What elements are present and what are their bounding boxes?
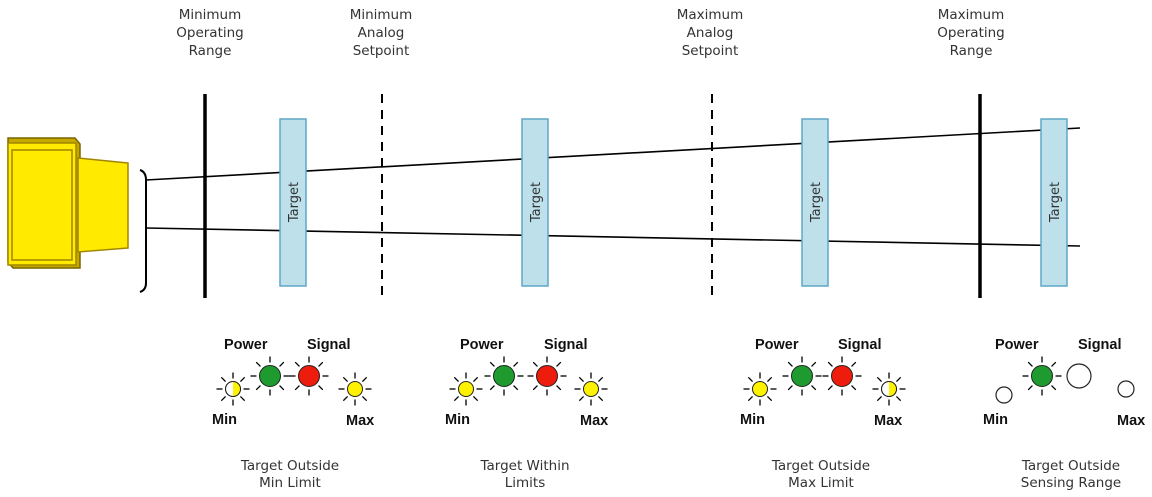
- caption-line: Target Outside: [240, 458, 340, 474]
- max-label: Max: [580, 413, 609, 429]
- caption-line: Limits: [504, 475, 546, 491]
- signal-led-icon: [1066, 363, 1092, 389]
- caption-line: Sensing Range: [1020, 475, 1122, 491]
- target-block: Target: [521, 118, 549, 287]
- header-line: Range: [188, 43, 232, 59]
- target-label: Target: [287, 182, 302, 223]
- signal-label: Signal: [307, 337, 351, 353]
- target-block: Target: [1040, 118, 1068, 287]
- min-label: Min: [445, 412, 470, 428]
- header-line: Setpoint: [352, 43, 410, 59]
- header-line: Minimum: [178, 7, 242, 23]
- scenario-caption: Target Outside Sensing Range: [981, 458, 1152, 492]
- header-line: Maximum: [676, 7, 744, 23]
- header-line: Maximum: [937, 7, 1005, 23]
- header-max-operating-range: Maximum Operating Range: [906, 6, 1036, 60]
- min-label: Min: [212, 412, 237, 428]
- target-label: Target: [809, 182, 824, 223]
- header-line: Minimum: [349, 7, 413, 23]
- min-label: Min: [983, 412, 1008, 428]
- max-led-icon: [1117, 380, 1135, 398]
- caption-line: Min Limit: [259, 475, 321, 491]
- max-label: Max: [874, 413, 903, 429]
- power-label: Power: [460, 337, 504, 353]
- scenario-caption: Target Outside Min Limit: [200, 458, 380, 492]
- target-block: Target: [279, 118, 307, 287]
- power-led-icon: [484, 356, 524, 396]
- max-label: Max: [346, 413, 375, 429]
- scenario-caption: Target Within Limits: [435, 458, 615, 492]
- signal-led-icon: [289, 356, 329, 396]
- power-label: Power: [755, 337, 799, 353]
- header-min-operating-range: Minimum Operating Range: [145, 6, 275, 60]
- signal-label: Signal: [1078, 337, 1122, 353]
- scenario-caption: Target Outside Max Limit: [731, 458, 911, 492]
- caption-line: Target Outside: [1021, 458, 1121, 474]
- target-label: Target: [529, 182, 544, 223]
- max-led-icon: [574, 372, 608, 406]
- target-block: Target: [801, 118, 829, 287]
- power-led-icon: [1022, 356, 1062, 396]
- header-line: Range: [949, 43, 993, 59]
- header-line: Analog: [357, 25, 405, 41]
- header-line: Setpoint: [681, 43, 739, 59]
- max-led-icon: [872, 372, 906, 406]
- target-label: Target: [1048, 182, 1063, 223]
- caption-line: Target Outside: [771, 458, 871, 474]
- min-label: Min: [740, 412, 765, 428]
- header-max-analog-setpoint: Maximum Analog Setpoint: [645, 6, 775, 60]
- caption-line: Target Within: [480, 458, 570, 474]
- power-led-icon: [250, 356, 290, 396]
- signal-label: Signal: [838, 337, 882, 353]
- min-led-icon: [449, 372, 483, 406]
- signal-label: Signal: [544, 337, 588, 353]
- signal-led-icon: [527, 356, 567, 396]
- sensor-icon: [7, 137, 147, 293]
- min-led-icon: [216, 372, 250, 406]
- header-min-analog-setpoint: Minimum Analog Setpoint: [316, 6, 446, 60]
- min-led-icon: [995, 386, 1013, 404]
- header-line: Analog: [686, 25, 734, 41]
- power-label: Power: [995, 337, 1039, 353]
- max-label: Max: [1117, 413, 1146, 429]
- caption-line: Max Limit: [788, 475, 854, 491]
- header-line: Operating: [176, 25, 244, 41]
- header-line: Operating: [937, 25, 1005, 41]
- min-led-icon: [743, 372, 777, 406]
- power-led-icon: [782, 356, 822, 396]
- max-led-icon: [338, 372, 372, 406]
- signal-led-icon: [822, 356, 862, 396]
- power-label: Power: [224, 337, 268, 353]
